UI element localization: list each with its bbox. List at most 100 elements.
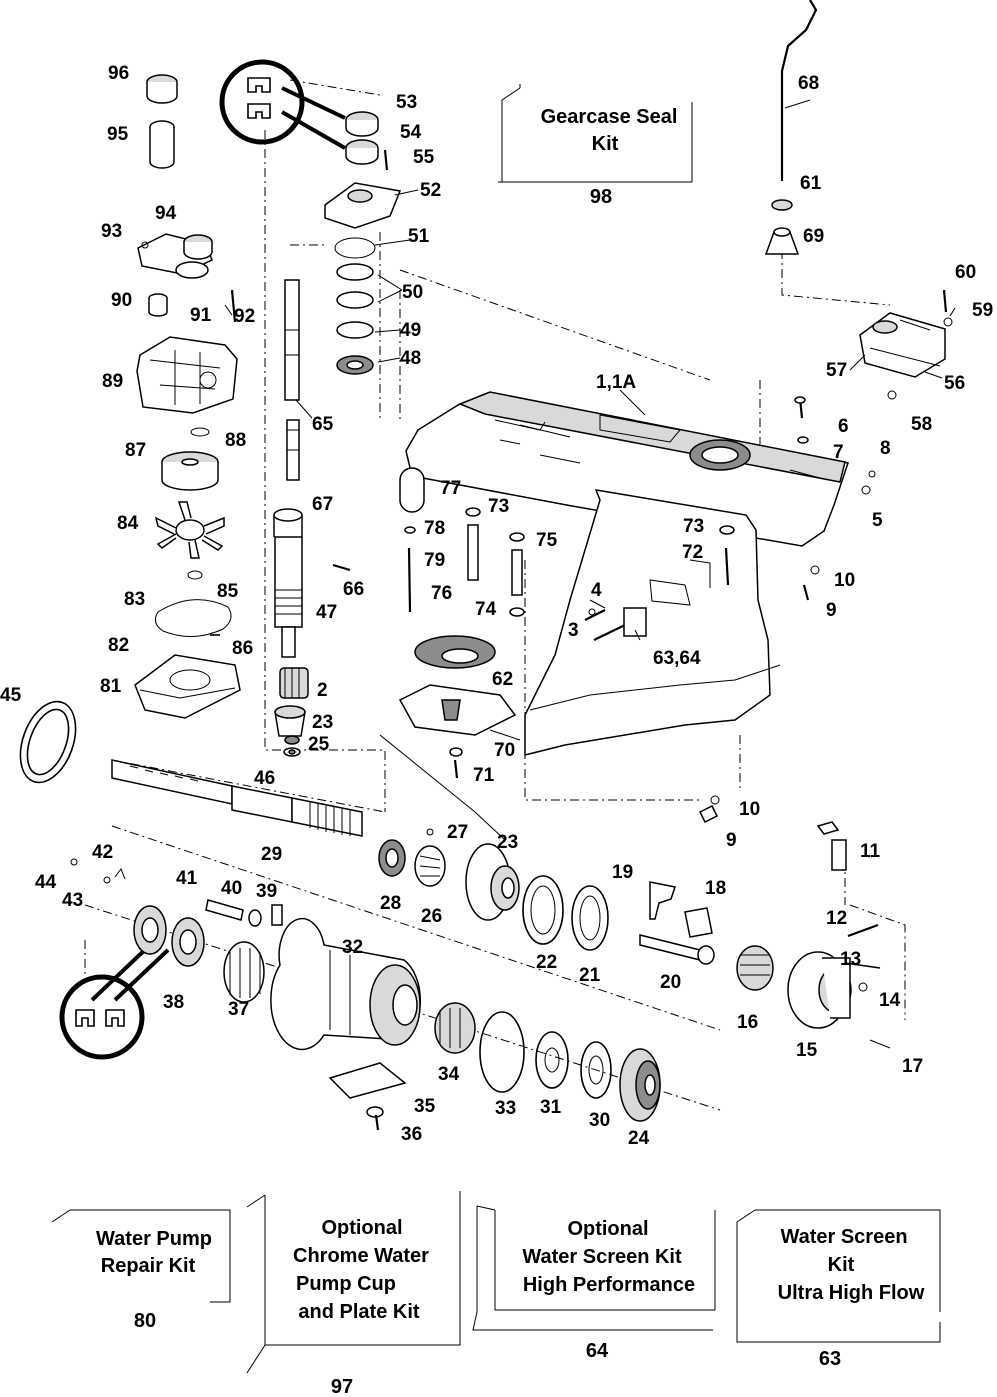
label-part-45: 45 — [0, 685, 22, 706]
label-part-17: 17 — [902, 1056, 923, 1077]
label-part-89: 89 — [102, 371, 123, 392]
label-part-42: 42 — [92, 842, 113, 863]
label-part-25: 25 — [308, 734, 330, 755]
label-part-22: 22 — [536, 952, 557, 973]
lower-gear-train — [70, 828, 891, 1131]
water-screen-hp-kit-line2: Water Screen Kit — [522, 1246, 682, 1268]
water-screen-hp-kit-line1: Optional — [567, 1218, 648, 1240]
water-pump-kit-number: 80 — [134, 1310, 156, 1332]
gearcase-housing — [405, 391, 849, 756]
label-part-91: 91 — [190, 305, 212, 326]
label-part-2: 2 — [317, 680, 328, 701]
label-part-10: 10 — [834, 570, 855, 591]
leader-lines — [224, 99, 956, 841]
water-screen-hp-kit-number: 64 — [586, 1340, 609, 1362]
label-part-52: 52 — [420, 180, 441, 201]
label-part-19: 19 — [612, 862, 633, 883]
label-part-85: 85 — [217, 581, 239, 602]
label-part-9: 9 — [826, 600, 837, 621]
gearcase-seal-kit-line1: Gearcase Seal — [541, 106, 678, 128]
label-part-76: 76 — [431, 583, 452, 604]
label-part-10-lower: 10 — [739, 799, 760, 820]
label-part-26: 26 — [421, 906, 442, 927]
label-part-88: 88 — [225, 430, 246, 451]
label-part-7: 7 — [833, 442, 844, 463]
label-part-38: 38 — [163, 992, 184, 1013]
label-part-9-lower: 9 — [726, 830, 737, 851]
water-screen-hp-kit-line3: High Performance — [523, 1274, 695, 1296]
label-part-11: 11 — [860, 841, 881, 862]
label-part-92: 92 — [234, 306, 255, 327]
label-part-37: 37 — [228, 999, 249, 1020]
label-part-87: 87 — [125, 440, 146, 461]
label-part-67: 67 — [312, 494, 333, 515]
chrome-cup-kit-number: 97 — [331, 1376, 353, 1397]
label-part-34: 34 — [438, 1064, 460, 1085]
chrome-cup-kit-line4: and Plate Kit — [298, 1301, 419, 1323]
label-part-41: 41 — [176, 868, 198, 889]
water-pump-kit-line1: Water Pump — [96, 1228, 212, 1250]
label-part-18: 18 — [705, 878, 726, 899]
label-part-95: 95 — [107, 124, 129, 145]
label-part-72: 72 — [682, 542, 703, 563]
label-part-31: 31 — [540, 1097, 562, 1118]
label-part-78: 78 — [424, 518, 445, 539]
label-part-32: 32 — [342, 937, 363, 958]
label-part-5: 5 — [872, 510, 883, 531]
label-part-96: 96 — [108, 63, 129, 84]
label-part-50: 50 — [402, 282, 423, 303]
shift-parts — [719, 0, 953, 601]
label-part-68: 68 — [798, 73, 819, 94]
label-part-28: 28 — [380, 893, 401, 914]
label-part-30: 30 — [589, 1110, 610, 1131]
water-screen-uhf-kit-line2: Kit — [828, 1254, 855, 1276]
propeller-shaft — [111, 759, 363, 837]
label-part-61: 61 — [800, 173, 822, 194]
label-part-36: 36 — [401, 1124, 422, 1145]
label-part-73: 73 — [488, 496, 509, 517]
water-pump-parts — [19, 74, 241, 784]
kit-boxes — [51, 84, 941, 1374]
label-part-75: 75 — [536, 530, 558, 551]
label-part-58: 58 — [911, 414, 932, 435]
label-part-12: 12 — [826, 908, 847, 929]
label-part-33: 33 — [495, 1098, 516, 1119]
label-part-44: 44 — [35, 872, 57, 893]
gearcase-seal-kit-number: 98 — [590, 186, 612, 208]
label-part-81: 81 — [100, 676, 122, 697]
label-part-51: 51 — [408, 226, 430, 247]
label-part-93: 93 — [101, 221, 122, 242]
label-part-23-lower: 23 — [497, 832, 518, 853]
label-part-59: 59 — [972, 300, 993, 321]
label-part-55: 55 — [413, 147, 435, 168]
label-part-53: 53 — [396, 92, 417, 113]
water-screen-uhf-kit-line3: Ultra High Flow — [778, 1282, 925, 1304]
label-part-54: 54 — [400, 122, 422, 143]
label-part-23: 23 — [312, 712, 333, 733]
label-part-84: 84 — [117, 513, 139, 534]
chrome-cup-kit-line3: Pump Cup — [296, 1273, 396, 1295]
label-part-74: 74 — [475, 599, 497, 620]
label-part-27: 27 — [447, 822, 468, 843]
label-part-94: 94 — [155, 203, 177, 224]
driveshaft-parts — [273, 111, 402, 757]
label-part-66: 66 — [343, 579, 364, 600]
kit-labels: Gearcase Seal Kit 98 Water Pump Repair K… — [96, 106, 925, 1397]
label-part-69: 69 — [803, 226, 824, 247]
label-part-73-right: 73 — [683, 516, 704, 537]
label-part-14: 14 — [879, 990, 901, 1011]
label-part-86: 86 — [232, 638, 253, 659]
label-part-49: 49 — [400, 320, 421, 341]
label-part-63-64: 63,64 — [653, 648, 701, 669]
label-part-13: 13 — [840, 949, 861, 970]
label-part-21: 21 — [579, 965, 601, 986]
label-part-15: 15 — [796, 1040, 818, 1061]
label-part-6: 6 — [838, 416, 849, 437]
label-part-1: 1,1A — [596, 372, 636, 393]
label-part-83: 83 — [124, 589, 145, 610]
chrome-cup-kit-line2: Chrome Water — [293, 1245, 429, 1267]
water-pump-kit-line2: Repair Kit — [101, 1255, 196, 1277]
label-part-16: 16 — [737, 1012, 758, 1033]
water-screen-uhf-kit-number: 63 — [819, 1348, 841, 1370]
label-part-71: 71 — [473, 765, 495, 786]
